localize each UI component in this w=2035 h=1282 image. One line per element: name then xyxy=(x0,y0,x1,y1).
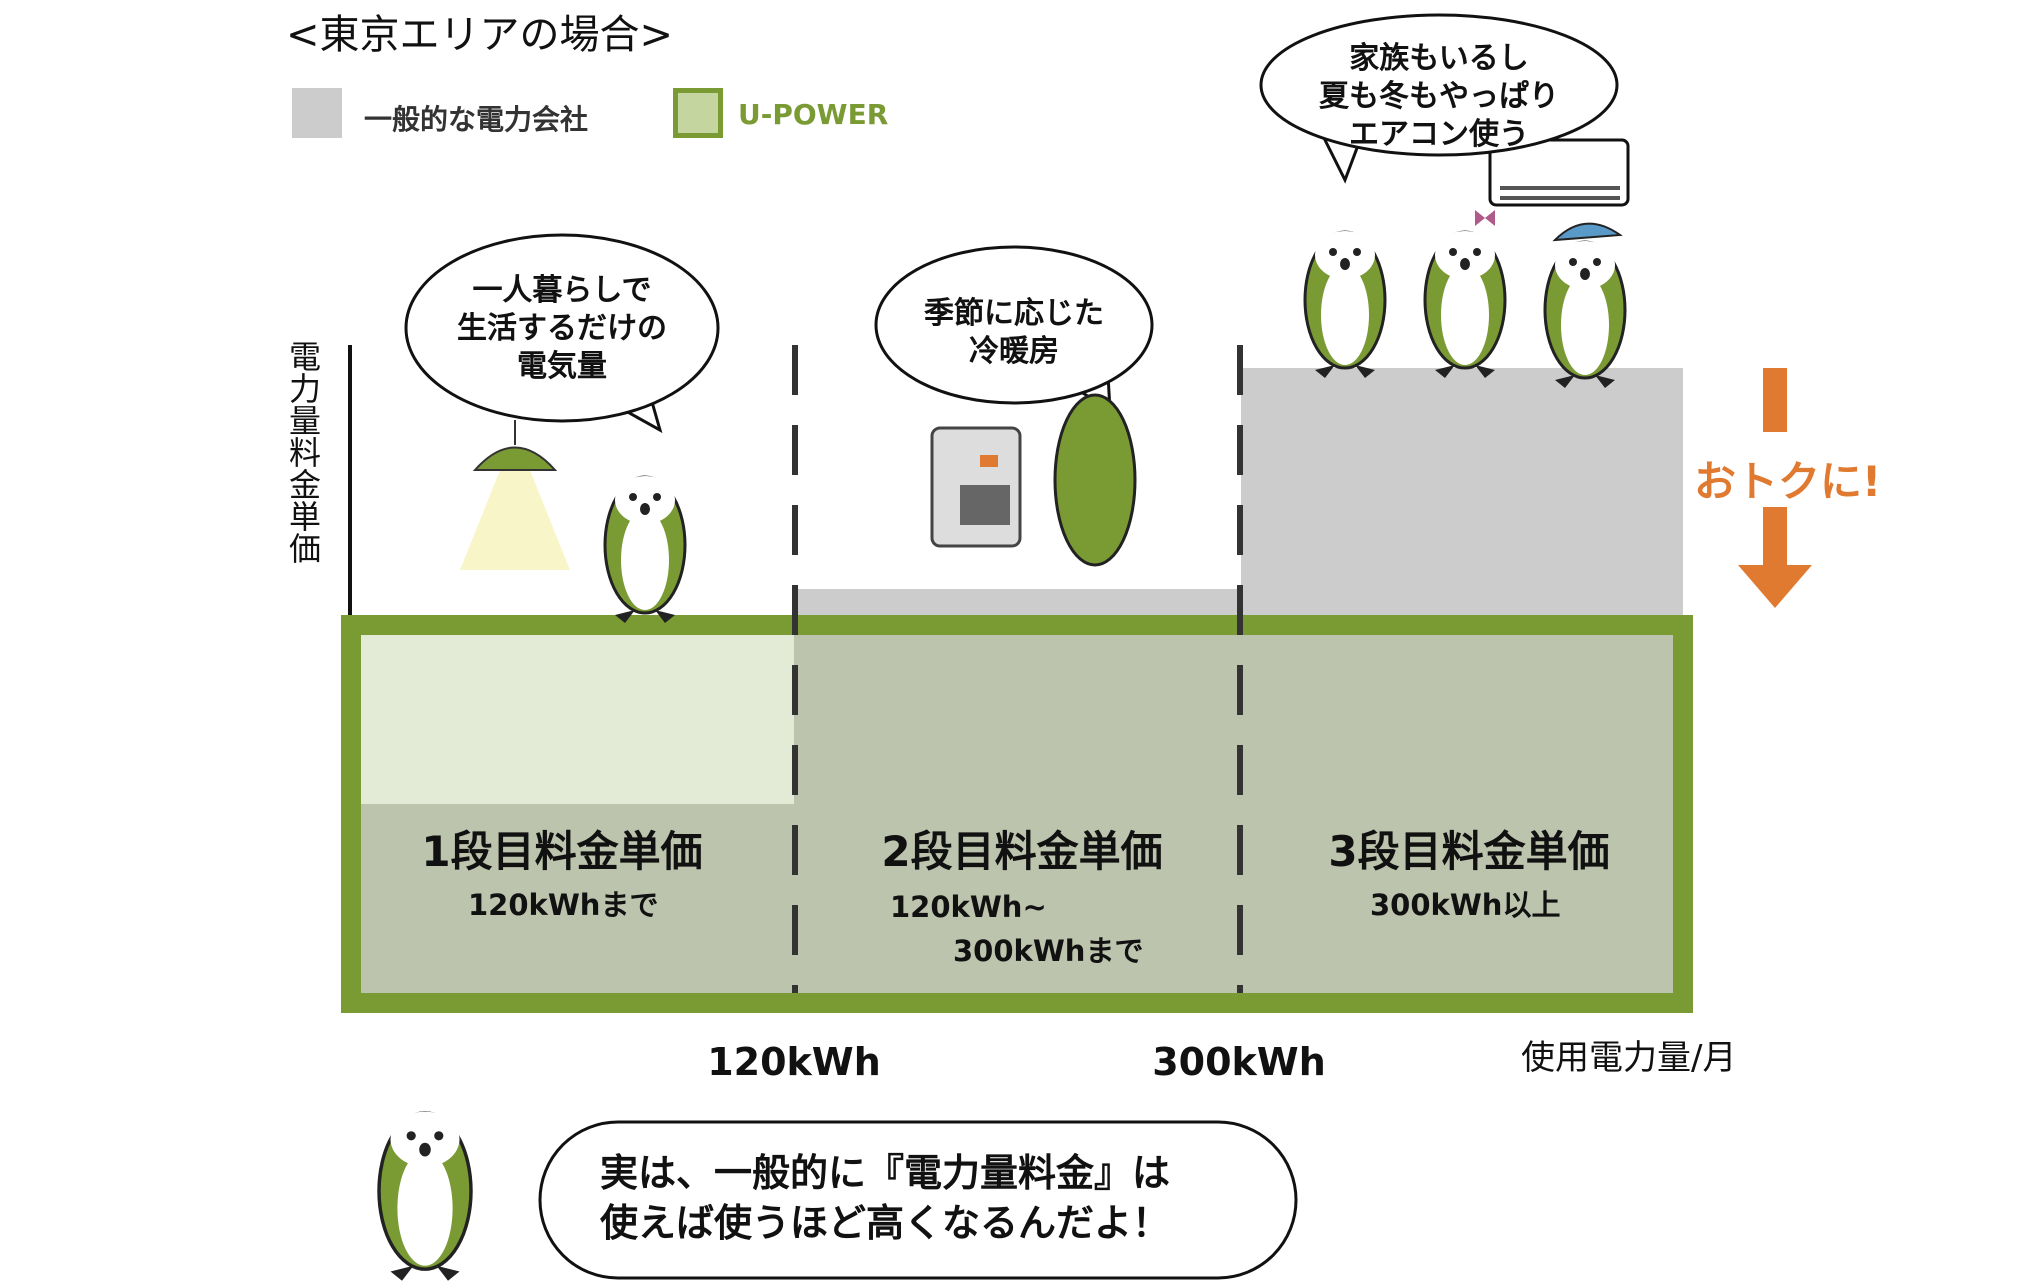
y-axis-label: 電力量料金単価 xyxy=(284,340,322,564)
bubble-line: 電気量 xyxy=(517,349,607,384)
legend-label-general: 一般的な電力会社 xyxy=(364,103,589,136)
cap-icon xyxy=(1552,222,1623,242)
bubble3-text: 家族もいるし 夏も冬もやっぱり エアコン使う xyxy=(1279,40,1599,154)
penguin-family-1 xyxy=(1303,229,1387,380)
bubble-line: 夏も冬もやっぱり xyxy=(1319,79,1559,114)
tier3-label: 3段目料金単価 xyxy=(1328,827,1610,876)
page-title: <東京エリアの場合> xyxy=(286,12,674,58)
x-tick-120: 120kWh xyxy=(707,1040,881,1084)
x-axis-label: 使用電力量/月 xyxy=(1521,1038,1737,1078)
heater-icon xyxy=(930,426,1022,548)
bubble-line: 生活するだけの xyxy=(457,311,667,346)
penguin-narrator xyxy=(377,1109,473,1282)
tier2-range-start: 120kWh~ xyxy=(890,890,1047,924)
tier3-range: 300kWh以上 xyxy=(1370,888,1561,922)
legend-label-upower: U-POWER xyxy=(738,98,889,131)
tier1-range: 120kWhまで xyxy=(468,888,659,922)
bubble3 xyxy=(1259,13,1619,157)
legend-swatch-general xyxy=(292,88,342,138)
footer-bubble xyxy=(538,1120,1298,1280)
lamp-icon xyxy=(460,420,570,570)
tier1-label: 1段目料金単価 xyxy=(421,827,703,876)
legend-swatch-upower xyxy=(673,88,723,138)
bubble-line: 一人暮らしで xyxy=(472,273,652,308)
footer-line: 使えば使うほど高くなるんだよ！ xyxy=(600,1201,1171,1245)
footer-bubble-text: 実は、一般的に『電力量料金』は 使えば使うほど高くなるんだよ！ xyxy=(600,1148,1170,1248)
bubble1-text: 一人暮らしで 生活するだけの 電気量 xyxy=(412,272,712,386)
penguin-back xyxy=(1053,393,1137,567)
bubble-line: エアコン使う xyxy=(1349,117,1529,152)
bubble-line: 家族もいるし xyxy=(1349,41,1529,76)
general-tier3-bar xyxy=(1241,368,1683,615)
bubble1 xyxy=(404,233,720,423)
bubble-line: 季節に応じた xyxy=(924,296,1104,331)
penguin-single xyxy=(603,474,687,625)
bubble2 xyxy=(874,245,1154,405)
footer-line: 実は、一般的に『電力量料金』は xyxy=(600,1151,1171,1195)
tier2-label: 2段目料金単価 xyxy=(881,827,1163,876)
penguin-family-2 xyxy=(1423,229,1507,380)
bow-icon xyxy=(1475,210,1495,226)
tier1-light-area xyxy=(361,635,794,804)
tier2-range-end: 300kWhまで xyxy=(953,934,1144,968)
savings-label: おトクに! xyxy=(1694,457,1882,506)
penguin-family-3 xyxy=(1543,239,1627,390)
bubble-line: 冷暖房 xyxy=(969,334,1059,369)
x-tick-300: 300kWh xyxy=(1152,1040,1326,1084)
bubble2-text: 季節に応じた 冷暖房 xyxy=(874,295,1154,371)
general-tier2-bar xyxy=(796,589,1239,615)
savings-arrow-icon xyxy=(1738,368,1812,608)
